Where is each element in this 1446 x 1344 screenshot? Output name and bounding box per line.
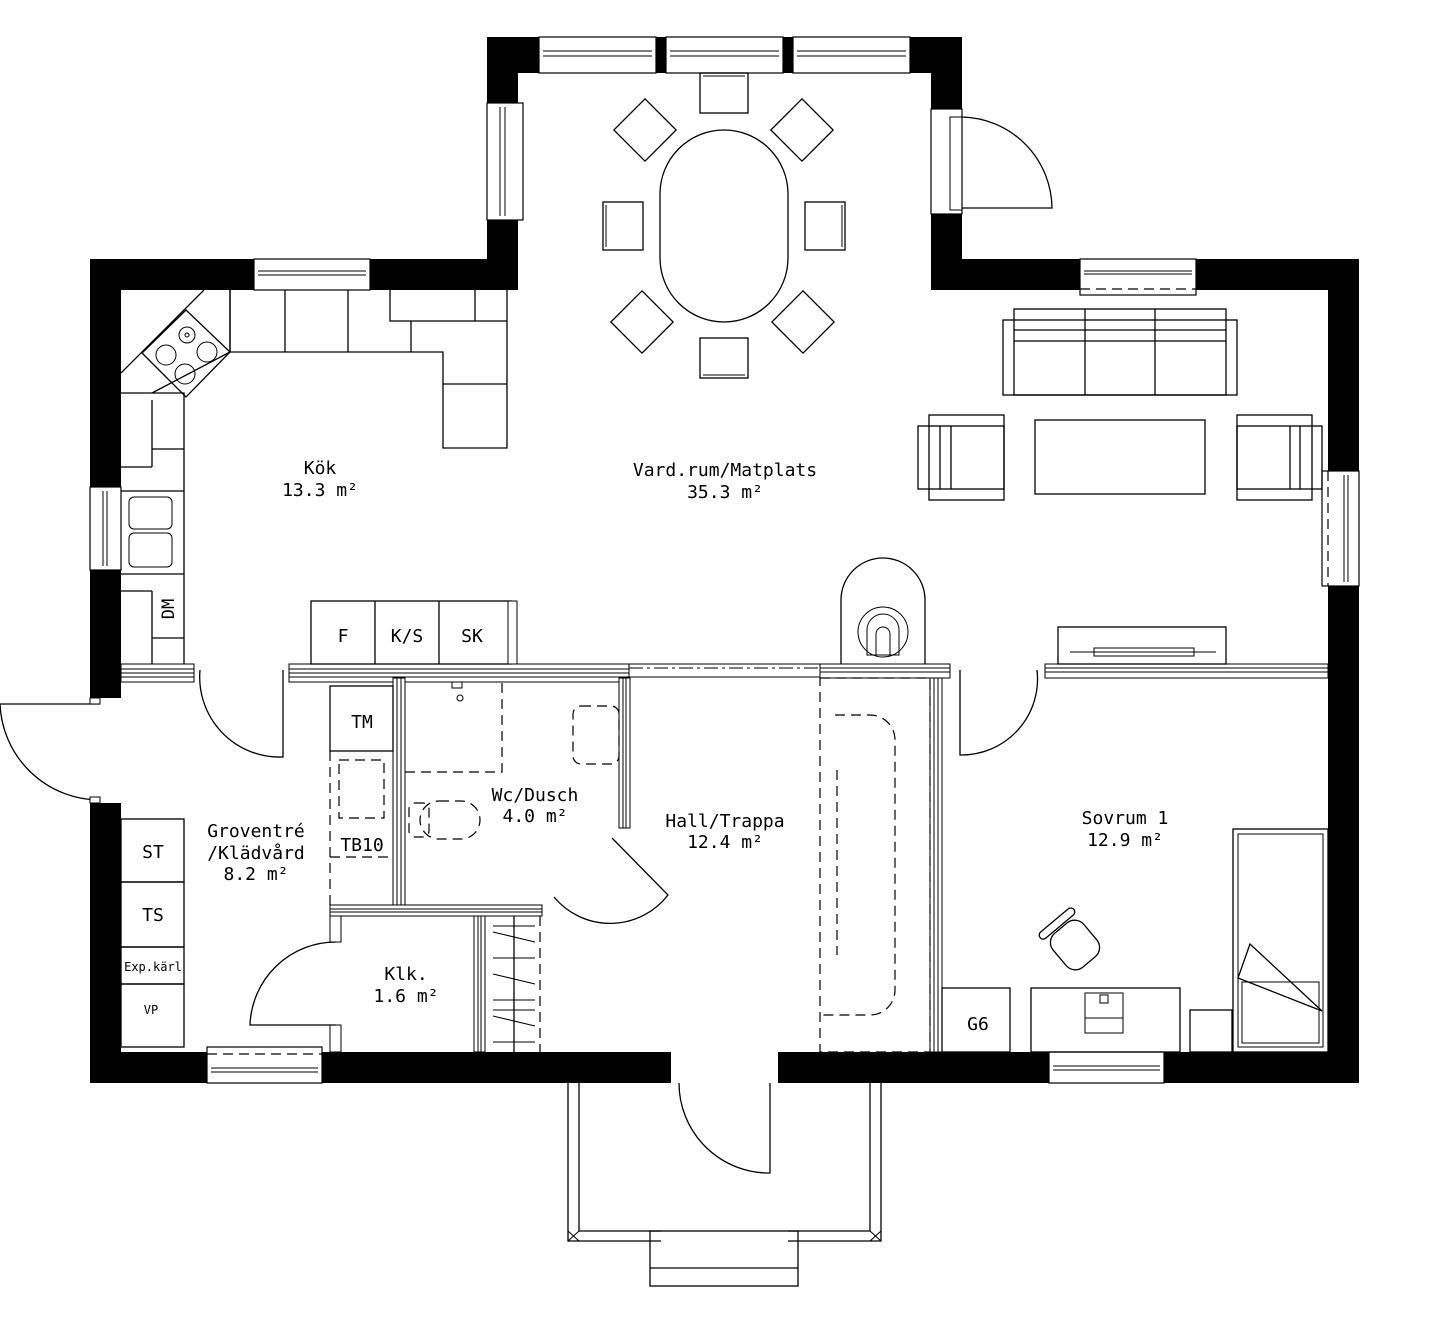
room-sovrum-name: Sovrum 1 xyxy=(1082,808,1169,829)
windows xyxy=(89,36,1360,1084)
room-vardrum-area: 35.3 m² xyxy=(687,482,763,503)
dishwasher-label: DM xyxy=(159,599,179,619)
dining-set xyxy=(602,72,846,379)
room-wc-name: Wc/Dusch xyxy=(492,785,579,806)
dryer-label: TM xyxy=(351,712,373,733)
exterior-walls xyxy=(90,37,1359,1083)
groventre-fixtures xyxy=(120,685,394,1048)
wc-fixtures xyxy=(405,681,620,840)
fridge-row xyxy=(310,600,518,665)
living-furniture xyxy=(840,308,1323,665)
kitchen-cabinets xyxy=(120,289,508,664)
fridge-label: F xyxy=(338,626,349,647)
room-sovrum-area: 12.9 m² xyxy=(1087,830,1163,851)
cabinet-sk-label: SK xyxy=(461,626,483,647)
drying-cabinet-label: TB10 xyxy=(340,835,383,856)
room-kok-area: 13.3 m² xyxy=(282,480,358,501)
room-kok-name: Kök xyxy=(304,458,337,479)
room-groventre-name-2: /Klädvård xyxy=(207,843,305,864)
entry-porch xyxy=(567,1083,882,1287)
room-hall-name: Hall/Trappa xyxy=(665,811,784,832)
room-vardrum-name: Vard.rum/Matplats xyxy=(633,460,817,481)
room-groventre-area: 8.2 m² xyxy=(223,864,288,885)
cabinet-ts-label: TS xyxy=(142,905,164,926)
doors xyxy=(0,116,1053,1174)
room-wc-area: 4.0 m² xyxy=(502,806,567,827)
room-klk-area: 1.6 m² xyxy=(373,986,438,1007)
room-hall-area: 12.4 m² xyxy=(687,832,763,853)
interior-walls xyxy=(120,663,1329,1053)
room-klk-name: Klk. xyxy=(384,964,427,985)
bedroom-furniture xyxy=(941,828,1329,1053)
expansion-tank-label: Exp.kärl xyxy=(124,960,182,974)
fridge-freezer-label: K/S xyxy=(391,626,424,647)
wardrobe-label: G6 xyxy=(967,1014,989,1035)
stairs xyxy=(492,677,931,1053)
heat-pump-label: VP xyxy=(144,1003,158,1017)
room-groventre-name-1: Groventré xyxy=(207,821,305,842)
cabinet-st-label: ST xyxy=(142,842,164,863)
